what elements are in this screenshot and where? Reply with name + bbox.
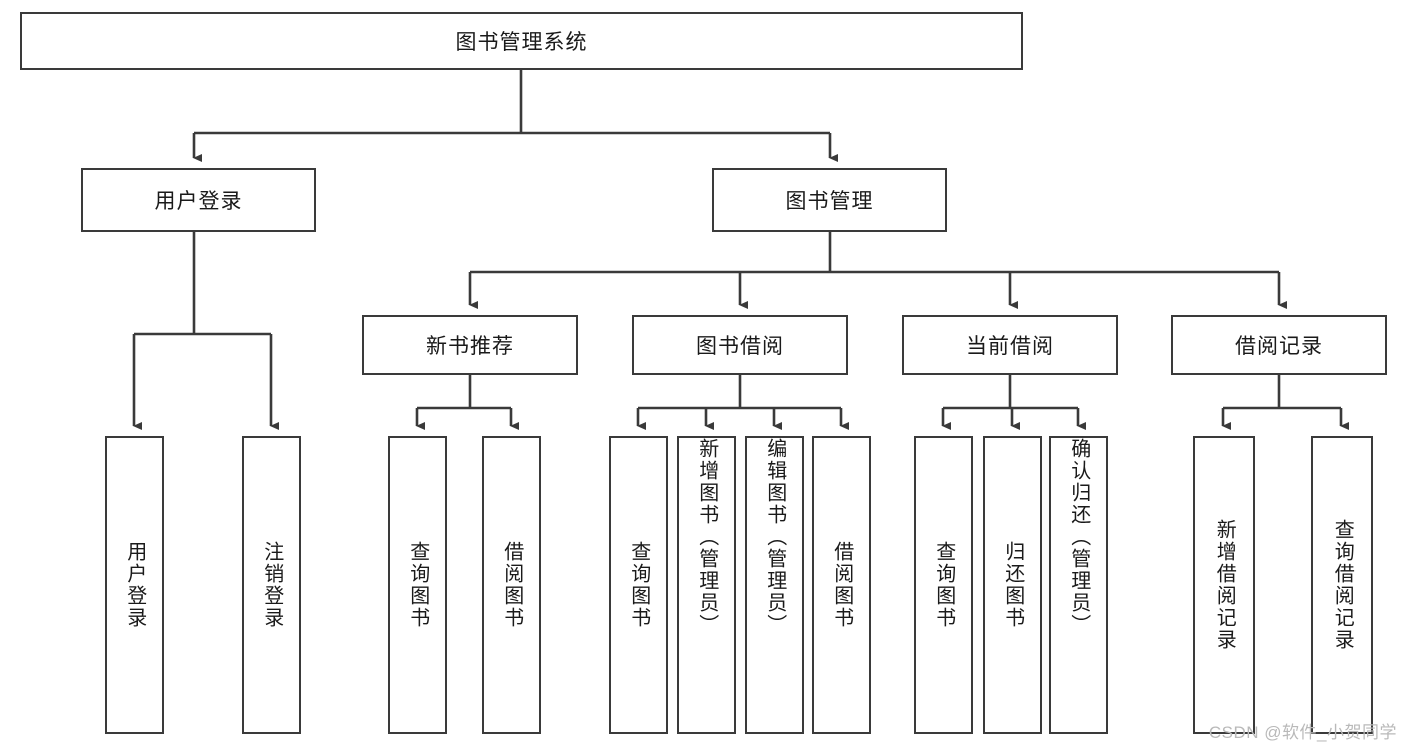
node-label: 新书推荐 xyxy=(426,335,514,358)
leaf-record-add-record[interactable]: 新增借阅记录 xyxy=(1193,436,1255,734)
node-label: 图书管理系统 xyxy=(455,31,588,54)
node-label: 查询图书 xyxy=(932,541,955,629)
node-label: 新增图书（管理员） xyxy=(695,438,718,636)
node-label: 用户登录 xyxy=(154,190,243,213)
leaf-borrow-borrow-book[interactable]: 借阅图书 xyxy=(812,436,871,734)
node-label: 查询图书 xyxy=(406,541,429,629)
node-label: 归还图书 xyxy=(1001,541,1024,629)
node-label: 图书管理 xyxy=(785,190,874,213)
node-borrow-record[interactable]: 借阅记录 xyxy=(1171,315,1387,375)
node-book-borrow[interactable]: 图书借阅 xyxy=(632,315,848,375)
node-root-system[interactable]: 图书管理系统 xyxy=(20,12,1023,70)
node-current-borrow[interactable]: 当前借阅 xyxy=(902,315,1118,375)
watermark-text: CSDN @软件_小贺同学 xyxy=(1208,723,1397,742)
node-label: 用户登录 xyxy=(123,541,146,629)
leaf-current-query-book[interactable]: 查询图书 xyxy=(914,436,973,734)
node-label: 借阅记录 xyxy=(1235,335,1323,358)
leaf-borrow-query-book[interactable]: 查询图书 xyxy=(609,436,668,734)
leaf-current-confirm-return-admin[interactable]: 确认归还（管理员） xyxy=(1049,436,1108,734)
node-user-login[interactable]: 用户登录 xyxy=(81,168,316,232)
leaf-recommend-borrow-book[interactable]: 借阅图书 xyxy=(482,436,541,734)
node-label: 查询借阅记录 xyxy=(1331,519,1354,651)
node-label: 查询图书 xyxy=(627,541,650,629)
node-label: 注销登录 xyxy=(260,541,283,629)
leaf-record-query-record[interactable]: 查询借阅记录 xyxy=(1311,436,1373,734)
node-new-book-recommend[interactable]: 新书推荐 xyxy=(362,315,578,375)
leaf-borrow-add-book-admin[interactable]: 新增图书（管理员） xyxy=(677,436,736,734)
node-label: 当前借阅 xyxy=(966,335,1054,358)
leaf-logout[interactable]: 注销登录 xyxy=(242,436,301,734)
node-label: 新增借阅记录 xyxy=(1213,519,1236,651)
node-book-management[interactable]: 图书管理 xyxy=(712,168,947,232)
leaf-recommend-query-book[interactable]: 查询图书 xyxy=(388,436,447,734)
leaf-current-return-book[interactable]: 归还图书 xyxy=(983,436,1042,734)
node-label: 图书借阅 xyxy=(696,335,784,358)
node-label: 借阅图书 xyxy=(500,541,523,629)
leaf-user-login[interactable]: 用户登录 xyxy=(105,436,164,734)
node-label: 确认归还（管理员） xyxy=(1067,438,1090,636)
leaf-borrow-edit-book-admin[interactable]: 编辑图书（管理员） xyxy=(745,436,804,734)
node-label: 借阅图书 xyxy=(830,541,853,629)
node-label: 编辑图书（管理员） xyxy=(763,438,786,636)
